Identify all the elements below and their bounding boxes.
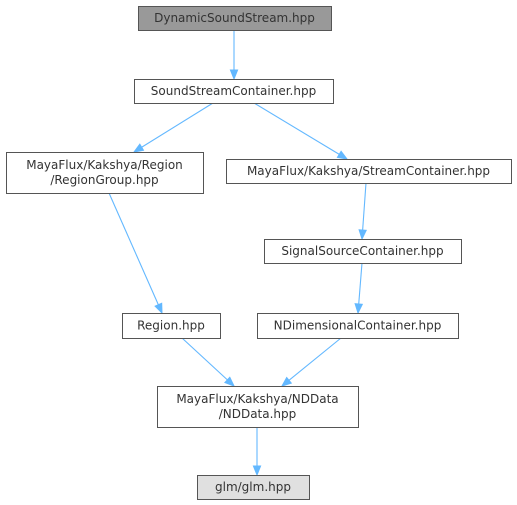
node-box [264, 239, 462, 264]
arrowhead-icon [252, 465, 262, 477]
node-label: MayaFlux/Kakshya/Region [26, 158, 183, 172]
edge-line [141, 102, 214, 148]
edge-line [362, 182, 367, 231]
node-region[interactable]: Region.hpp [122, 313, 221, 339]
node-label: MayaFlux/Kakshya/StreamContainer.hpp [247, 164, 490, 178]
nodes-layer: DynamicSoundStream.hppSoundStreamContain… [6, 6, 512, 500]
arrowhead-icon [154, 302, 163, 315]
arrowhead-icon [358, 229, 367, 241]
node-nddata[interactable]: MayaFlux/Kakshya/NDData/NDData.hpp [157, 386, 359, 428]
node-box [226, 159, 512, 184]
node-box [122, 313, 221, 339]
node-glm[interactable]: glm/glm.hpp [197, 475, 310, 500]
edge-line [108, 192, 159, 305]
node-label: /RegionGroup.hpp [50, 173, 158, 187]
node-region-group[interactable]: MayaFlux/Kakshya/Region/RegionGroup.hpp [6, 152, 204, 194]
node-box [134, 79, 334, 104]
edge-line [253, 102, 340, 155]
arrowhead-icon [224, 376, 235, 387]
node-box [6, 152, 204, 194]
node-label: DynamicSoundStream.hpp [154, 11, 315, 25]
node-label: SignalSourceContainer.hpp [281, 244, 443, 258]
arrowhead-icon [336, 150, 349, 160]
edge-dynamic-sound-stream-to-sound-stream-container [229, 30, 239, 81]
node-ndimensional-container[interactable]: NDimensionalContainer.hpp [257, 313, 459, 339]
edge-signal-source-container-to-ndimensional-container [354, 262, 364, 315]
edge-sound-stream-container-to-stream-container [253, 102, 349, 160]
node-stream-container[interactable]: MayaFlux/Kakshya/StreamContainer.hpp [226, 159, 512, 184]
edges-layer [108, 30, 367, 477]
node-box [197, 475, 310, 500]
arrowhead-icon [229, 69, 239, 81]
node-box [157, 386, 359, 428]
edge-line [181, 337, 228, 381]
edge-line [288, 337, 342, 381]
node-label: Region.hpp [137, 319, 205, 333]
node-label: /NDData.hpp [219, 407, 297, 421]
edge-region-to-nddata [181, 337, 235, 387]
node-box [138, 6, 332, 31]
edge-region-group-to-region [108, 192, 163, 315]
node-label: NDimensionalContainer.hpp [274, 319, 442, 333]
edge-nddata-to-glm [252, 427, 262, 477]
node-box [257, 313, 459, 339]
arrowhead-icon [354, 303, 364, 315]
node-label: SoundStreamContainer.hpp [151, 84, 316, 98]
node-dynamic-sound-stream: DynamicSoundStream.hpp [138, 6, 332, 31]
edge-line [358, 262, 363, 305]
node-signal-source-container[interactable]: SignalSourceContainer.hpp [264, 239, 462, 264]
node-label: glm/glm.hpp [215, 480, 291, 494]
edge-ndimensional-container-to-nddata [280, 337, 342, 387]
arrowhead-icon [132, 143, 145, 153]
arrowhead-icon [280, 376, 293, 387]
node-label: MayaFlux/Kakshya/NDData [176, 392, 338, 406]
edge-stream-container-to-signal-source-container [358, 182, 367, 241]
node-sound-stream-container[interactable]: SoundStreamContainer.hpp [134, 79, 334, 104]
edge-sound-stream-container-to-region-group [132, 102, 214, 153]
